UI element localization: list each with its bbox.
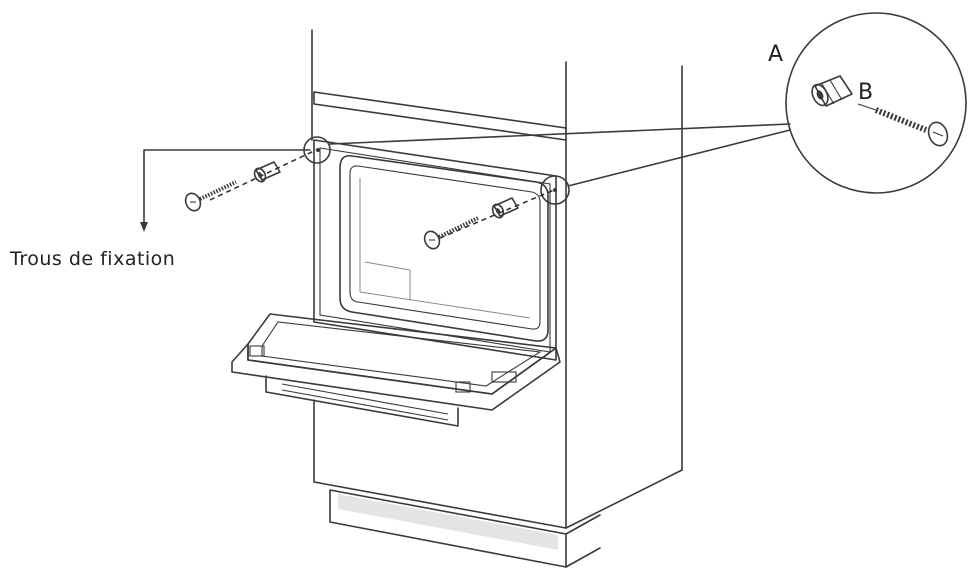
oven-cavity (339, 154, 549, 342)
right-anchor-icon (491, 197, 519, 219)
part-b-label: B (858, 80, 873, 105)
cabinet-top-shelf (313, 91, 567, 141)
zoom-leader-bottom (567, 129, 791, 187)
zoom-detail (785, 12, 967, 194)
right-fixing-axis (439, 189, 555, 239)
cabinet-lower-front (313, 399, 567, 529)
cabinet (311, 29, 683, 568)
callout-leader (143, 149, 311, 225)
mounting-holes-callout (140, 149, 311, 232)
right-mounting-hole (540, 175, 570, 205)
right-screw-icon (423, 216, 479, 250)
oven-door (231, 313, 561, 427)
arrow-down-icon (140, 222, 148, 232)
cabinet-plinth (329, 489, 601, 568)
detail-screw-icon (857, 103, 949, 147)
cabinet-bottom-right-edge (565, 469, 683, 529)
part-a-label: A (768, 42, 783, 67)
mounting-holes-label: Trous de fixation (9, 248, 175, 270)
oven-front-frame (313, 139, 557, 361)
oven (231, 139, 561, 427)
zoom-leader-top (329, 123, 791, 145)
left-screw-icon (184, 180, 237, 212)
detail-anchor-icon (811, 75, 853, 107)
left-fixing-axis (209, 149, 317, 201)
left-anchor-icon (253, 161, 281, 183)
